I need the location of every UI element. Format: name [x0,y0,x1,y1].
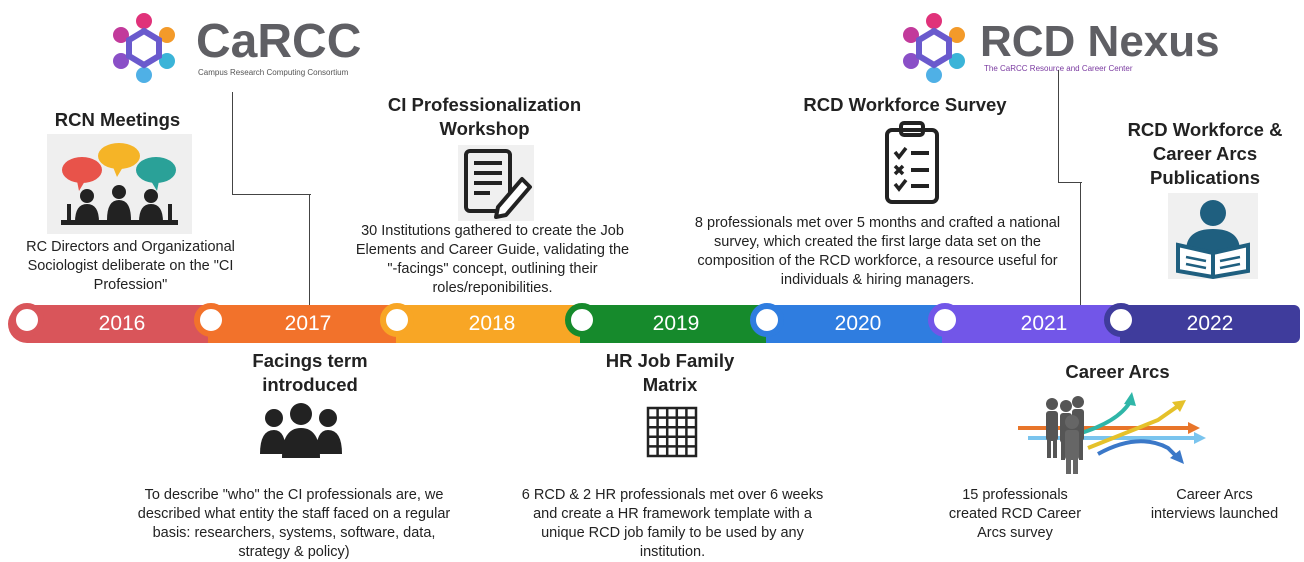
timeline-node-2017 [194,303,228,337]
career-arcs-title: Career Arcs [1065,361,1170,382]
timeline-segment-2018 [396,305,580,343]
year-label-2017: 2017 [284,312,332,335]
people-group-icon [260,403,342,458]
rcd-nexus-logo: RCD Nexus The CaRCC Resource and Career … [890,8,1235,88]
carcc-logo: CaRCC Campus Research Computing Consorti… [100,8,370,88]
career-paths-icon [1018,392,1206,474]
facings-description: To describe "who" the CI professionals a… [137,487,451,560]
year-label-2016: 2016 [98,312,146,335]
career-arcs-interviews-text: Career Arcs interviews launched [1150,487,1279,522]
publications-title: RCD Workforce & Career Arcs Publications [1127,119,1283,188]
timeline-segment-2021 [942,305,1120,343]
timeline-segment-2017 [208,305,396,343]
hr-matrix-description: 6 RCD & 2 HR professionals met over 6 we… [521,487,824,560]
timeline-segment-2019 [580,305,766,343]
meeting-icon [47,134,192,234]
nexus-connector-drop [1080,182,1081,306]
clipboard-checklist-icon [885,121,939,204]
timeline-node-2021 [928,303,962,337]
career-arcs-survey-text: 15 professionals created RCD Career Arcs… [948,487,1082,541]
year-label-2021: 2021 [1020,312,1068,335]
carcc-connector-drop [309,194,310,306]
carcc-logo-subtitle: Campus Research Computing Consortium [198,68,349,77]
carcc-logo-name: CaRCC [196,15,362,68]
nexus-connector-line [1058,70,1082,183]
rcd-nexus-logo-subtitle: The CaRCC Resource and Career Center [984,64,1133,73]
timeline-node-2016 [10,303,44,337]
timeline-node-2020 [750,303,784,337]
timeline-node-2022 [1104,303,1138,337]
year-label-2022: 2022 [1186,312,1234,335]
carcc-connector-line [232,92,311,195]
timeline-node-2019 [565,303,599,337]
year-label-2020: 2020 [834,312,882,335]
year-label-2019: 2019 [652,312,700,335]
year-label-2018: 2018 [468,312,516,335]
timeline-segment-2020 [766,305,942,343]
reading-person-icon [1168,193,1258,279]
survey-title: RCD Workforce Survey [803,94,1007,115]
grid-matrix-icon [646,406,698,458]
rcd-nexus-logo-mark-icon [903,13,965,83]
timeline-segment-2022 [1120,305,1300,343]
survey-description: 8 professionals met over 5 months and cr… [694,215,1061,288]
hr-matrix-title: HR Job Family Matrix [605,350,735,395]
document-edit-icon [458,145,534,221]
timeline-node-2018 [380,303,414,337]
ci-workshop-description: 30 Institutions gathered to create the J… [355,223,630,296]
carcc-logo-mark-icon [113,13,175,83]
rcn-meetings-description: RC Directors and Organizational Sociolog… [26,239,235,293]
rcn-meetings-title: RCN Meetings [54,109,181,130]
ci-workshop-title: CI Professionalization Workshop [387,94,582,139]
facings-title: Facings term introduced [252,350,368,395]
rcd-nexus-logo-name: RCD Nexus [980,17,1220,66]
